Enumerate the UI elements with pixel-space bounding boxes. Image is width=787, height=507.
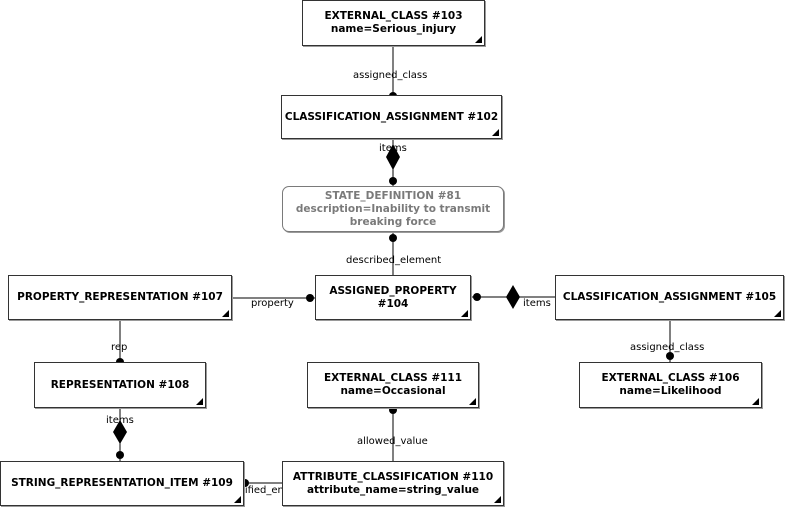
node-title: EXTERNAL_CLASS #111 [323, 372, 463, 384]
node-title: #104 [377, 297, 409, 310]
node-title: CLASSIFICATION_ASSIGNMENT #105 [562, 291, 777, 303]
aggregation-diamond [506, 285, 520, 309]
node-title: EXTERNAL_CLASS #103 [324, 10, 463, 22]
node-title: CLASSIFICATION_ASSIGNMENT #102 [284, 110, 499, 123]
edge-label-rep: rep [111, 342, 128, 353]
node-title: REPRESENTATION #108 [50, 378, 190, 391]
corner-marker-icon [469, 398, 476, 405]
node-state-definition-81[interactable]: STATE_DEFINITION #81 description=Inabili… [282, 186, 504, 232]
edge-end-dot [116, 451, 124, 459]
corner-marker-icon [461, 310, 468, 317]
corner-marker-icon [774, 310, 781, 317]
node-attribute: name=Likelihood [619, 385, 722, 397]
node-title: ASSIGNED_PROPERTY [329, 284, 457, 297]
node-title: PROPERTY_REPRESENTATION #107 [17, 291, 223, 303]
node-title: STRING_REPRESENTATION_ITEM #109 [11, 477, 233, 489]
node-assigned-property-104[interactable]: ASSIGNED_PROPERTY #104 [315, 275, 471, 320]
edge-end-dot [666, 352, 674, 360]
corner-marker-icon [752, 398, 759, 405]
node-title: EXTERNAL_CLASS #106 [601, 372, 740, 384]
node-attribute: attribute_name=string_value [306, 483, 480, 496]
edge-label-assigned-class: assigned_class [353, 70, 428, 81]
node-attribute-classification-110[interactable]: ATTRIBUTE_CLASSIFICATION #110 attribute_… [282, 461, 504, 506]
edge-label-items: items [379, 143, 407, 154]
node-string-representation-item-109[interactable]: STRING_REPRESENTATION_ITEM #109 [0, 461, 244, 506]
aggregation-diamond [386, 144, 400, 170]
aggregation-diamond [113, 420, 127, 444]
node-classification-assignment-105[interactable]: CLASSIFICATION_ASSIGNMENT #105 [555, 275, 784, 320]
node-external-class-111[interactable]: EXTERNAL_CLASS #111 name=Occasional [307, 362, 479, 408]
node-title: STATE_DEFINITION #81 [324, 189, 462, 202]
node-attribute: name=Serious_injury [330, 23, 457, 35]
node-attribute: breaking force [349, 215, 437, 228]
node-classification-assignment-102[interactable]: CLASSIFICATION_ASSIGNMENT #102 [281, 95, 502, 139]
node-representation-108[interactable]: REPRESENTATION #108 [34, 362, 206, 408]
corner-marker-icon [475, 36, 482, 43]
node-property-representation-107[interactable]: PROPERTY_REPRESENTATION #107 [8, 275, 232, 320]
corner-marker-icon [234, 496, 241, 503]
edge-label-described-element: described_element [346, 255, 442, 266]
node-attribute: name=Occasional [340, 385, 446, 397]
edge-end-dot [389, 234, 397, 242]
edge-label-items: items [523, 298, 551, 309]
corner-marker-icon [222, 310, 229, 317]
node-external-class-106[interactable]: EXTERNAL_CLASS #106 name=Likelihood [579, 362, 762, 408]
edge-label-assigned-class: assigned_class [630, 342, 705, 353]
edge-end-dot [473, 293, 481, 301]
edge-end-dot [306, 294, 314, 302]
edge-end-dot [389, 406, 397, 414]
node-attribute: description=Inability to transmit [295, 202, 491, 215]
edge-label-allowed-value: allowed_value [357, 436, 428, 447]
corner-marker-icon [494, 496, 501, 503]
node-title: ATTRIBUTE_CLASSIFICATION #110 [292, 470, 494, 483]
corner-marker-icon [196, 398, 203, 405]
edge-end-dot [389, 177, 397, 185]
edge-label-property: property [251, 298, 294, 309]
edge-label-classified-entity: classified_entity [220, 485, 301, 496]
node-external-class-103[interactable]: EXTERNAL_CLASS #103 name=Serious_injury [302, 0, 485, 46]
edge-label-items: items [106, 415, 134, 426]
corner-marker-icon [492, 129, 499, 136]
